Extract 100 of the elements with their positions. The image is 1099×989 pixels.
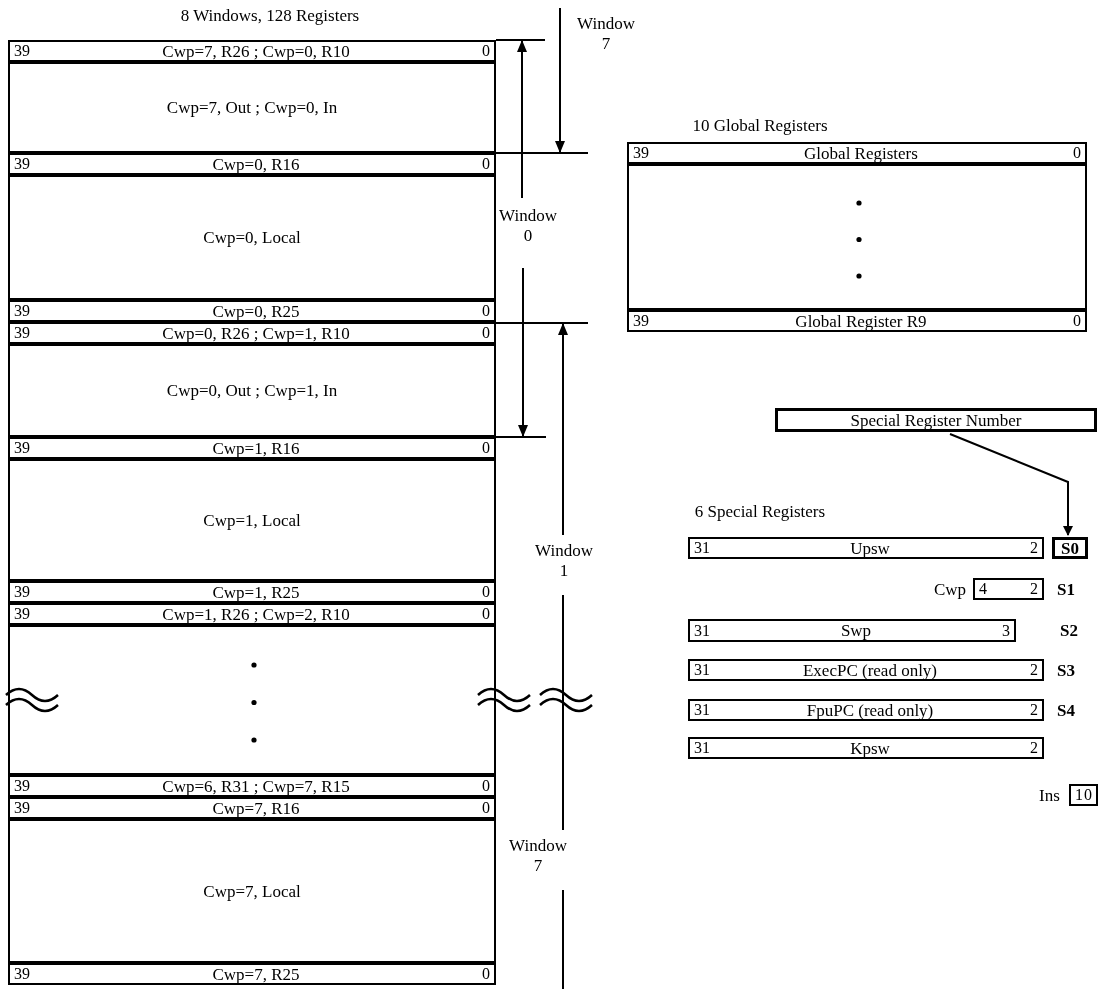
register-field [973,578,1044,600]
register-name: Upsw [849,539,891,557]
bit-index: 0 [1073,145,1081,161]
bit-index: 0 [482,325,490,341]
bit-index: 2 [1030,581,1038,597]
register-field [8,322,496,344]
bit-index: 2 [1030,662,1038,678]
section-heading: 10 Global Registers [691,116,829,137]
bit-index: 0 [482,606,490,622]
register-name: Cwp=7, R16 [211,799,301,817]
window-label: Window 7 [576,14,636,55]
register-name: Cwp=7, Out ; Cwp=0, In [166,99,338,116]
register-name: Cwp=1, R16 [211,439,301,457]
register-field [688,737,1044,759]
register-name: Cwp=6, R31 ; Cwp=7, R15 [161,777,351,795]
register-field [8,62,496,153]
register-field [8,963,496,985]
bit-index: 0 [482,156,490,172]
field-name: Ins [1039,786,1060,806]
bit-index: 39 [14,584,30,600]
register-name: ExecPC (read only) [801,661,939,679]
section-heading: 8 Windows, 128 Registers [179,6,361,27]
bit-index: 39 [14,966,30,982]
leader-line [949,433,1073,536]
register-field [8,775,496,797]
bit-index: 3 [1002,622,1010,639]
register-field [627,310,1087,332]
register-name: Global Registers [803,144,919,162]
register-field [8,581,496,603]
register-name: FpuPC (read only) [805,701,935,719]
bit-index: 31 [694,662,710,678]
bit-index: 1 [1075,787,1083,803]
register-name: Kpsw [849,739,891,757]
bit-index: 2 [1030,702,1038,718]
bit-index: 39 [14,43,30,59]
register-name: Cwp=0, R25 [211,302,301,320]
register-field [688,619,1016,642]
bit-index: 0 [482,966,490,982]
annotation-text: S0 [1061,539,1079,557]
register-field [688,659,1044,681]
register-number: S4 [1057,701,1075,721]
bit-index: 39 [14,325,30,341]
register-name: Cwp=1, R26 ; Cwp=2, R10 [161,605,351,623]
bit-index: 39 [633,145,649,161]
bit-index: 0 [482,800,490,816]
register-number: S3 [1057,661,1075,681]
register-field [688,537,1044,559]
register-name: Cwp=1, Local [203,511,301,529]
register-name: Cwp=0, R16 [211,155,301,173]
bit-index: 0 [482,584,490,600]
bit-index: 39 [14,800,30,816]
bit-index: 31 [694,702,710,718]
register-field [8,797,496,819]
bit-index: 31 [694,622,710,639]
register-field [8,819,496,963]
register-name: Cwp=7, Local [203,882,301,900]
bit-index: 4 [979,581,987,597]
window-label: Window 7 [508,836,568,877]
register-name: Cwp=7, R25 [211,965,301,983]
section-heading: 6 Special Registers [693,502,827,523]
register-field [627,164,1087,310]
register-name: Cwp=0, R26 ; Cwp=1, R10 [161,324,351,342]
bit-index: 39 [14,156,30,172]
annotation-text: Special Register Number [850,411,1022,429]
register-field [8,300,496,322]
register-field [627,142,1087,164]
bit-index: 39 [14,440,30,456]
register-field [8,459,496,581]
window-label: Window 1 [534,541,594,582]
register-number: S1 [1057,580,1075,600]
bit-index: 39 [14,606,30,622]
register-field [8,603,496,625]
bit-index: 31 [694,540,710,556]
register-name: Cwp=0, Local [203,229,301,246]
field-name: Cwp [934,580,967,600]
register-field [8,40,496,62]
register-name: Swp [839,622,873,639]
register-field [8,625,496,775]
window-label: Window 0 [498,206,558,247]
bit-index: 39 [633,313,649,329]
register-field [8,437,496,459]
bit-index: 39 [14,303,30,319]
bit-index: 2 [1030,540,1038,556]
bit-index: 2 [1030,740,1038,756]
bit-index: 0 [482,43,490,59]
bit-index: 0 [482,778,490,794]
bit-index: 0 [1073,313,1081,329]
register-field [8,344,496,437]
register-name: Cwp=1, R25 [211,583,301,601]
register-field [1069,784,1098,806]
register-field [8,153,496,175]
register-name: Cwp=7, R26 ; Cwp=0, R10 [161,42,351,60]
register-field [8,175,496,300]
bit-index: 31 [694,740,710,756]
bit-index: 0 [482,440,490,456]
bit-index: 0 [482,303,490,319]
register-field [688,699,1044,721]
register-number: S2 [1060,621,1078,641]
register-name: Global Register R9 [794,312,928,330]
bit-index: 0 [1084,787,1092,803]
